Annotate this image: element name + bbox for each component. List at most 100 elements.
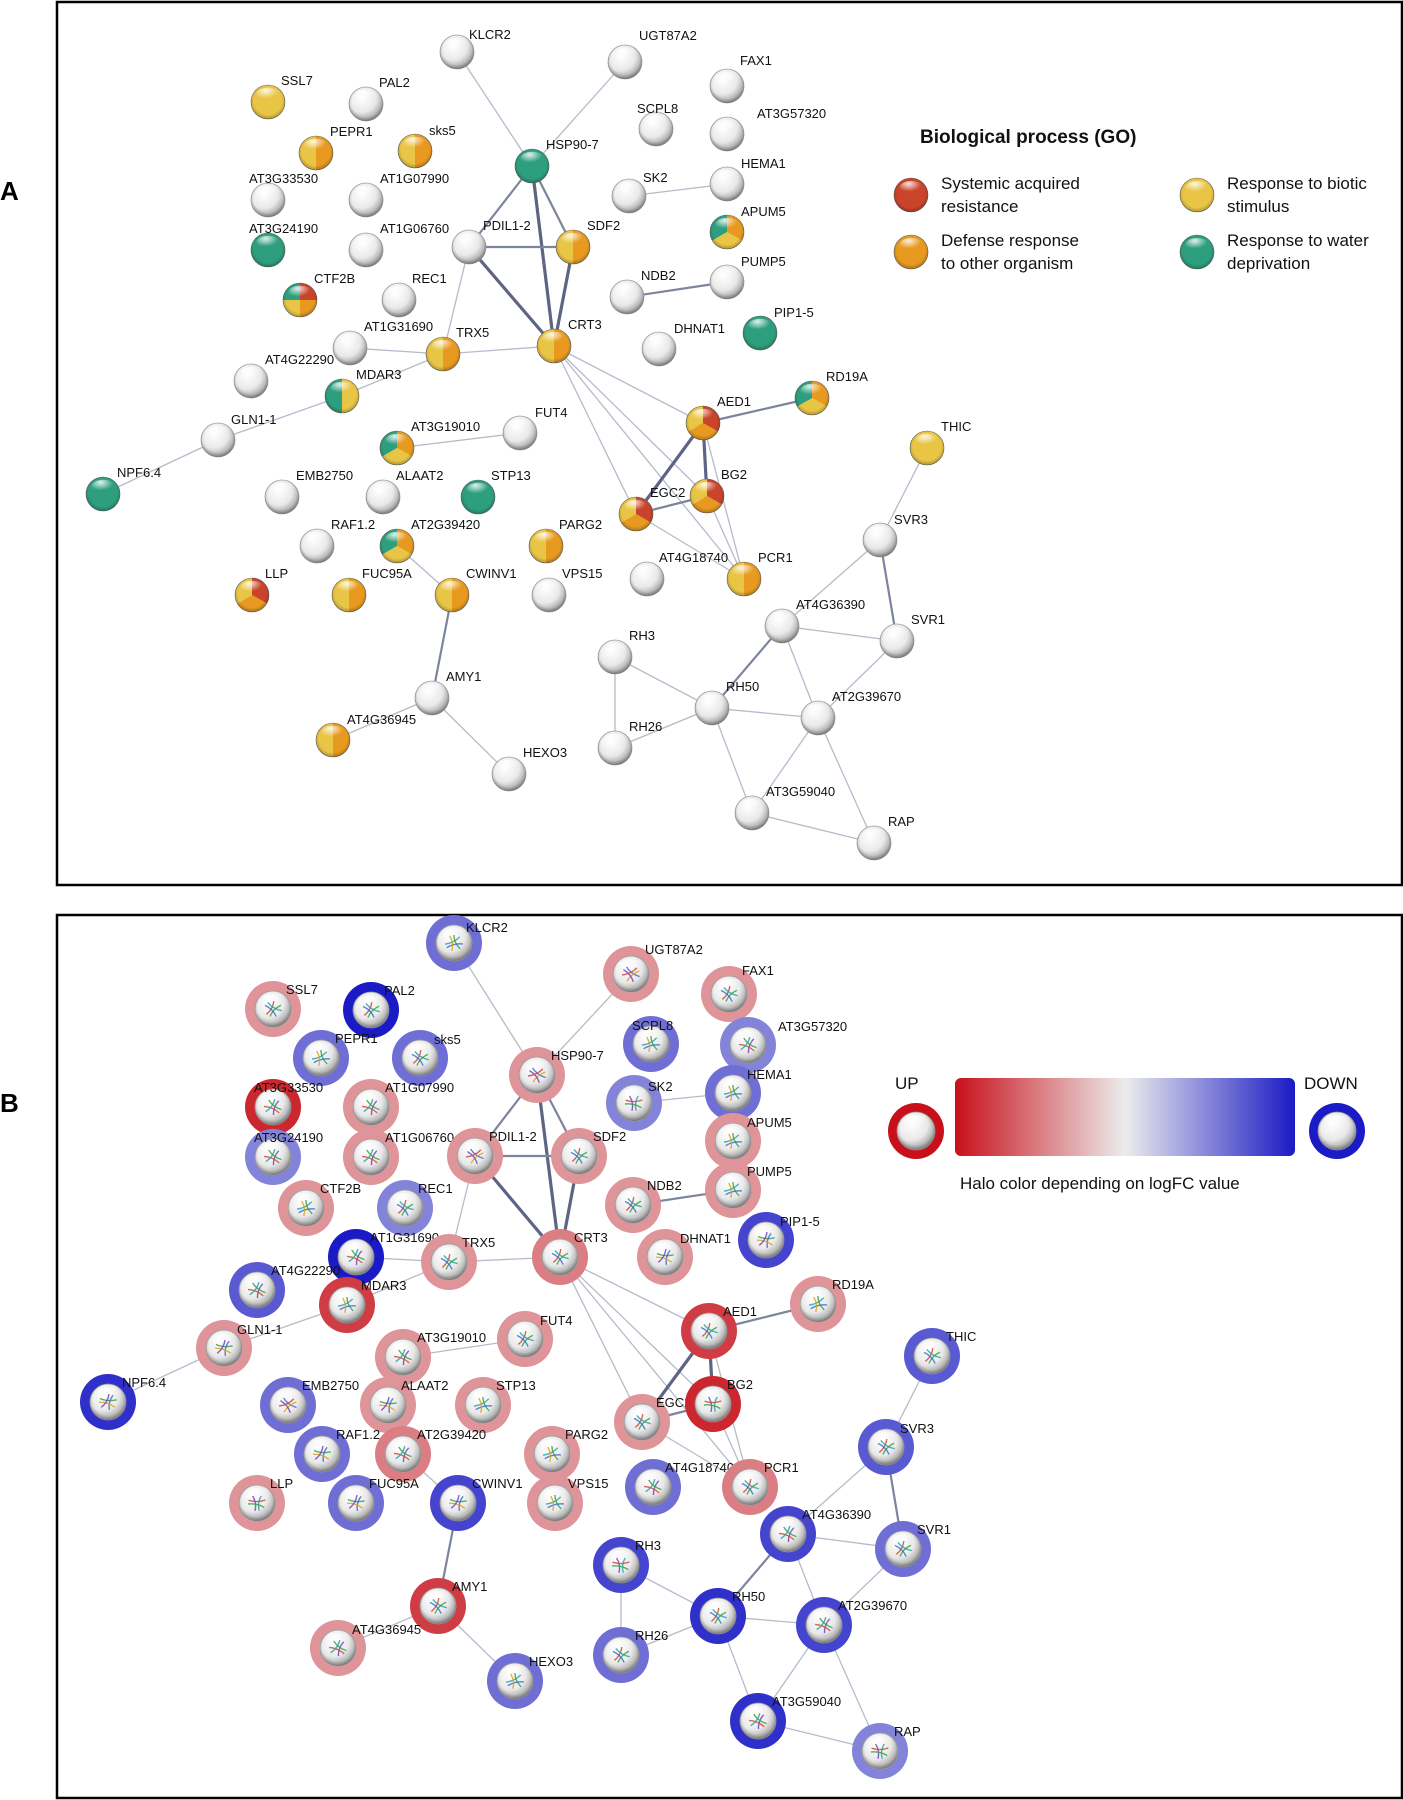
node-a-hema1[interactable]: HEMA1 bbox=[709, 156, 786, 202]
node-b-llp[interactable]: LLP bbox=[229, 1475, 293, 1531]
node-b-klcr2[interactable]: KLCR2 bbox=[426, 915, 508, 971]
node-b-fuc95a[interactable]: FUC95A bbox=[328, 1475, 419, 1531]
node-b-pcr1[interactable]: PCR1 bbox=[722, 1459, 799, 1515]
node-b-at3g24190[interactable]: AT3G24190 bbox=[245, 1129, 323, 1185]
node-a-svr3[interactable]: SVR3 bbox=[862, 512, 928, 558]
node-a-ctf2b[interactable]: CTF2B bbox=[282, 271, 355, 318]
node-a-hexo3[interactable]: HEXO3 bbox=[491, 745, 567, 792]
node-b-at1g07990[interactable]: AT1G07990 bbox=[343, 1079, 454, 1135]
node-b-trx5[interactable]: TRX5 bbox=[421, 1234, 495, 1290]
node-a-at1g31690[interactable]: AT1G31690 bbox=[332, 319, 433, 366]
node-a-pepr1[interactable]: PEPR1 bbox=[298, 124, 373, 171]
node-a-llp[interactable]: LLP bbox=[234, 566, 288, 613]
node-b-ndb2[interactable]: NDB2 bbox=[605, 1177, 682, 1233]
node-a-at4g18740[interactable]: AT4G18740 bbox=[629, 550, 728, 597]
node-b-gln1-1[interactable]: GLN1-1 bbox=[196, 1320, 283, 1376]
node-a-rh26[interactable]: RH26 bbox=[597, 719, 662, 766]
node-a-at1g06760[interactable]: AT1G06760 bbox=[348, 221, 449, 268]
node-a-crt3[interactable]: CRT3 bbox=[536, 317, 602, 364]
node-a-fut4[interactable]: FUT4 bbox=[502, 405, 568, 451]
node-b-rd19a[interactable]: RD19A bbox=[790, 1276, 874, 1332]
node-a-at3g24190[interactable]: AT3G24190 bbox=[249, 221, 318, 268]
node-b-emb2750[interactable]: EMB2750 bbox=[260, 1377, 359, 1433]
node-b-amy1[interactable]: AMY1 bbox=[410, 1578, 487, 1634]
node-b-mdar3[interactable]: MDAR3 bbox=[319, 1277, 407, 1333]
node-b-raf1-2[interactable]: RAF1.2 bbox=[294, 1426, 380, 1482]
node-b-npf6-4[interactable]: NPF6.4 bbox=[80, 1374, 166, 1430]
node-a-sk2[interactable]: SK2 bbox=[611, 170, 668, 214]
node-b-fax1[interactable]: FAX1 bbox=[701, 963, 774, 1022]
node-b-at3g59040[interactable]: AT3G59040 bbox=[730, 1693, 841, 1749]
node-b-svr3[interactable]: SVR3 bbox=[858, 1419, 934, 1475]
node-b-hsp90-7[interactable]: HSP90-7 bbox=[509, 1047, 604, 1103]
node-a-rap[interactable]: RAP bbox=[856, 814, 915, 861]
node-a-egc2[interactable]: EGC2 bbox=[618, 485, 685, 532]
node-b-alaat2[interactable]: ALAAT2 bbox=[360, 1377, 448, 1433]
node-b-at3g19010[interactable]: AT3G19010 bbox=[375, 1329, 486, 1385]
node-b-sks5[interactable]: sks5 bbox=[392, 1030, 461, 1086]
node-b-sdf2[interactable]: SDF2 bbox=[551, 1128, 626, 1184]
node-b-bg2[interactable]: BG2 bbox=[685, 1376, 753, 1432]
node-a-alaat2[interactable]: ALAAT2 bbox=[365, 468, 443, 515]
node-a-rec1[interactable]: REC1 bbox=[381, 271, 447, 318]
node-b-at1g31690[interactable]: AT1G31690 bbox=[328, 1229, 439, 1285]
node-a-scpl8[interactable]: SCPL8 bbox=[637, 101, 678, 147]
node-a-svr1[interactable]: SVR1 bbox=[879, 612, 945, 659]
node-a-parg2[interactable]: PARG2 bbox=[528, 517, 602, 564]
node-b-at2g39420[interactable]: AT2G39420 bbox=[375, 1426, 486, 1482]
node-b-at4g36945[interactable]: AT4G36945 bbox=[310, 1620, 421, 1676]
node-a-emb2750[interactable]: EMB2750 bbox=[264, 468, 353, 515]
node-a-pal2[interactable]: PAL2 bbox=[348, 75, 410, 122]
node-b-hema1[interactable]: HEMA1 bbox=[705, 1065, 792, 1121]
node-a-gln1-1[interactable]: GLN1-1 bbox=[200, 412, 277, 458]
node-b-fut4[interactable]: FUT4 bbox=[497, 1311, 573, 1367]
node-a-at3g33530[interactable]: AT3G33530 bbox=[249, 171, 318, 218]
node-b-pal2[interactable]: PAL2 bbox=[343, 982, 415, 1038]
node-b-at3g57320[interactable]: AT3G57320 bbox=[720, 1017, 847, 1073]
node-b-pdil1-2[interactable]: PDIL1-2 bbox=[447, 1128, 537, 1184]
node-b-parg2[interactable]: PARG2 bbox=[524, 1426, 608, 1482]
node-b-egc2[interactable]: EGC2 bbox=[614, 1394, 691, 1450]
node-a-raf1-2[interactable]: RAF1.2 bbox=[299, 517, 375, 564]
node-a-rd19a[interactable]: RD19A bbox=[794, 369, 868, 416]
node-b-pepr1[interactable]: PEPR1 bbox=[293, 1030, 378, 1086]
node-a-aed1[interactable]: AED1 bbox=[685, 394, 751, 441]
node-a-pump5[interactable]: PUMP5 bbox=[709, 254, 786, 300]
node-a-ssl7[interactable]: SSL7 bbox=[250, 73, 313, 120]
node-a-at3g59040[interactable]: AT3G59040 bbox=[734, 784, 835, 831]
node-b-stp13[interactable]: STP13 bbox=[455, 1377, 536, 1433]
node-a-stp13[interactable]: STP13 bbox=[460, 468, 531, 515]
node-a-sks5[interactable]: sks5 bbox=[397, 123, 456, 169]
node-a-ndb2[interactable]: NDB2 bbox=[609, 268, 676, 315]
node-a-vps15[interactable]: VPS15 bbox=[531, 566, 602, 613]
node-a-npf6-4[interactable]: NPF6.4 bbox=[85, 465, 161, 512]
node-b-rh26[interactable]: RH26 bbox=[593, 1627, 668, 1683]
node-b-at4g18740[interactable]: AT4G18740 bbox=[625, 1459, 734, 1515]
node-b-at1g06760[interactable]: AT1G06760 bbox=[343, 1129, 454, 1185]
node-a-at4g36390[interactable]: AT4G36390 bbox=[764, 597, 865, 644]
node-a-at2g39670[interactable]: AT2G39670 bbox=[800, 689, 901, 736]
node-b-at4g22290[interactable]: AT4G22290 bbox=[229, 1262, 340, 1318]
node-a-pip1-5[interactable]: PIP1-5 bbox=[742, 305, 814, 351]
node-a-apum5[interactable]: APUM5 bbox=[709, 204, 786, 250]
node-b-ctf2b[interactable]: CTF2B bbox=[278, 1180, 361, 1236]
node-a-cwinv1[interactable]: CWINV1 bbox=[434, 566, 517, 613]
node-b-sk2[interactable]: SK2 bbox=[606, 1075, 673, 1131]
node-b-at2g39670[interactable]: AT2G39670 bbox=[796, 1597, 907, 1653]
node-b-aed1[interactable]: AED1 bbox=[681, 1303, 757, 1359]
node-b-at4g36390[interactable]: AT4G36390 bbox=[760, 1506, 871, 1562]
node-a-rh50[interactable]: RH50 bbox=[694, 679, 759, 726]
node-b-rh50[interactable]: RH50 bbox=[690, 1588, 765, 1644]
node-b-cwinv1[interactable]: CWINV1 bbox=[430, 1475, 523, 1531]
node-a-at2g39420[interactable]: AT2G39420 bbox=[379, 517, 480, 564]
node-a-at1g07990[interactable]: AT1G07990 bbox=[348, 171, 449, 218]
node-b-vps15[interactable]: VPS15 bbox=[527, 1475, 608, 1531]
node-b-rec1[interactable]: REC1 bbox=[377, 1180, 453, 1236]
node-a-mdar3[interactable]: MDAR3 bbox=[324, 367, 402, 414]
node-b-rap[interactable]: RAP bbox=[852, 1723, 921, 1779]
node-a-at3g57320[interactable]: AT3G57320 bbox=[709, 106, 826, 152]
node-b-ssl7[interactable]: SSL7 bbox=[245, 981, 318, 1037]
node-b-pip1-5[interactable]: PIP1-5 bbox=[738, 1212, 820, 1268]
node-a-fuc95a[interactable]: FUC95A bbox=[331, 566, 412, 613]
node-a-bg2[interactable]: BG2 bbox=[689, 467, 747, 514]
